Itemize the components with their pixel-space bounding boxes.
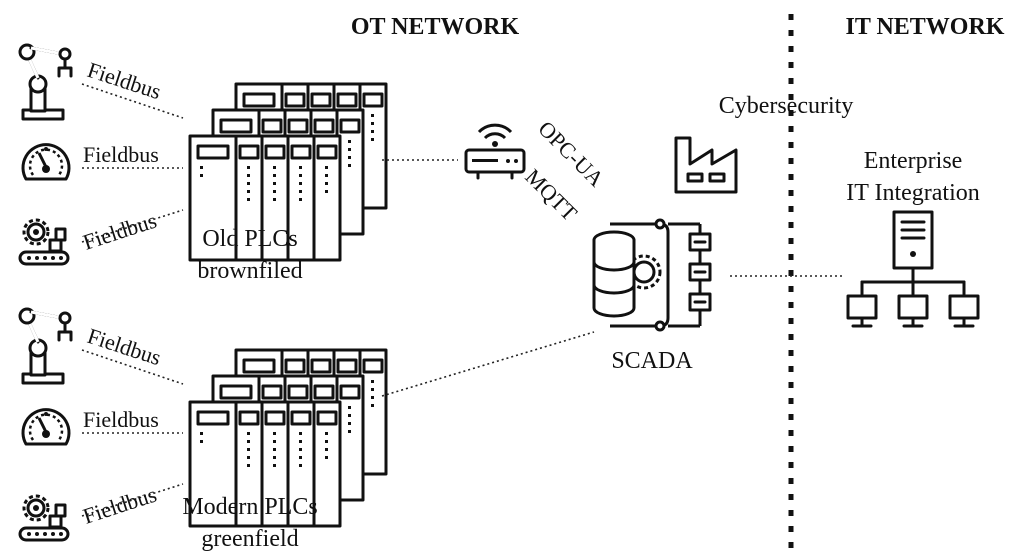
cybersecurity-label: Cybersecurity [719, 93, 854, 119]
old-plcs-label: Old PLCs [202, 226, 297, 252]
factory-icon [674, 136, 738, 194]
robot-arm-icon [18, 43, 73, 121]
server-network-icon [846, 210, 980, 328]
enterprise-label: Enterprise [864, 148, 963, 174]
old-plcs-sublabel: brownfiled [197, 258, 302, 284]
scada-label: SCADA [611, 348, 693, 374]
router-icon [464, 123, 526, 180]
fieldbus-label: Fieldbus [80, 208, 160, 255]
fieldbus-label: Fieldbus [80, 482, 160, 529]
gauge-icon [21, 143, 71, 181]
fieldbus-label: Fieldbus [84, 323, 164, 370]
ot-network-header: OT NETWORK [351, 14, 520, 40]
gauge-icon [21, 408, 71, 446]
scada-database-icon [592, 218, 712, 332]
plc-scada-link [381, 331, 595, 397]
conveyor-gear-icon [18, 494, 70, 542]
it-integration-label: IT Integration [846, 180, 980, 206]
fieldbus-label: Fieldbus [84, 57, 164, 104]
conveyor-gear-icon [18, 218, 70, 266]
it-network-header: IT NETWORK [846, 14, 1005, 40]
fieldbus-label: Fieldbus [83, 407, 159, 432]
modern-plcs-label: Modern PLCs [182, 494, 317, 520]
modern-plcs-sublabel: greenfield [201, 526, 298, 552]
robot-arm-icon [18, 307, 73, 385]
fieldbus-label: Fieldbus [83, 142, 159, 167]
